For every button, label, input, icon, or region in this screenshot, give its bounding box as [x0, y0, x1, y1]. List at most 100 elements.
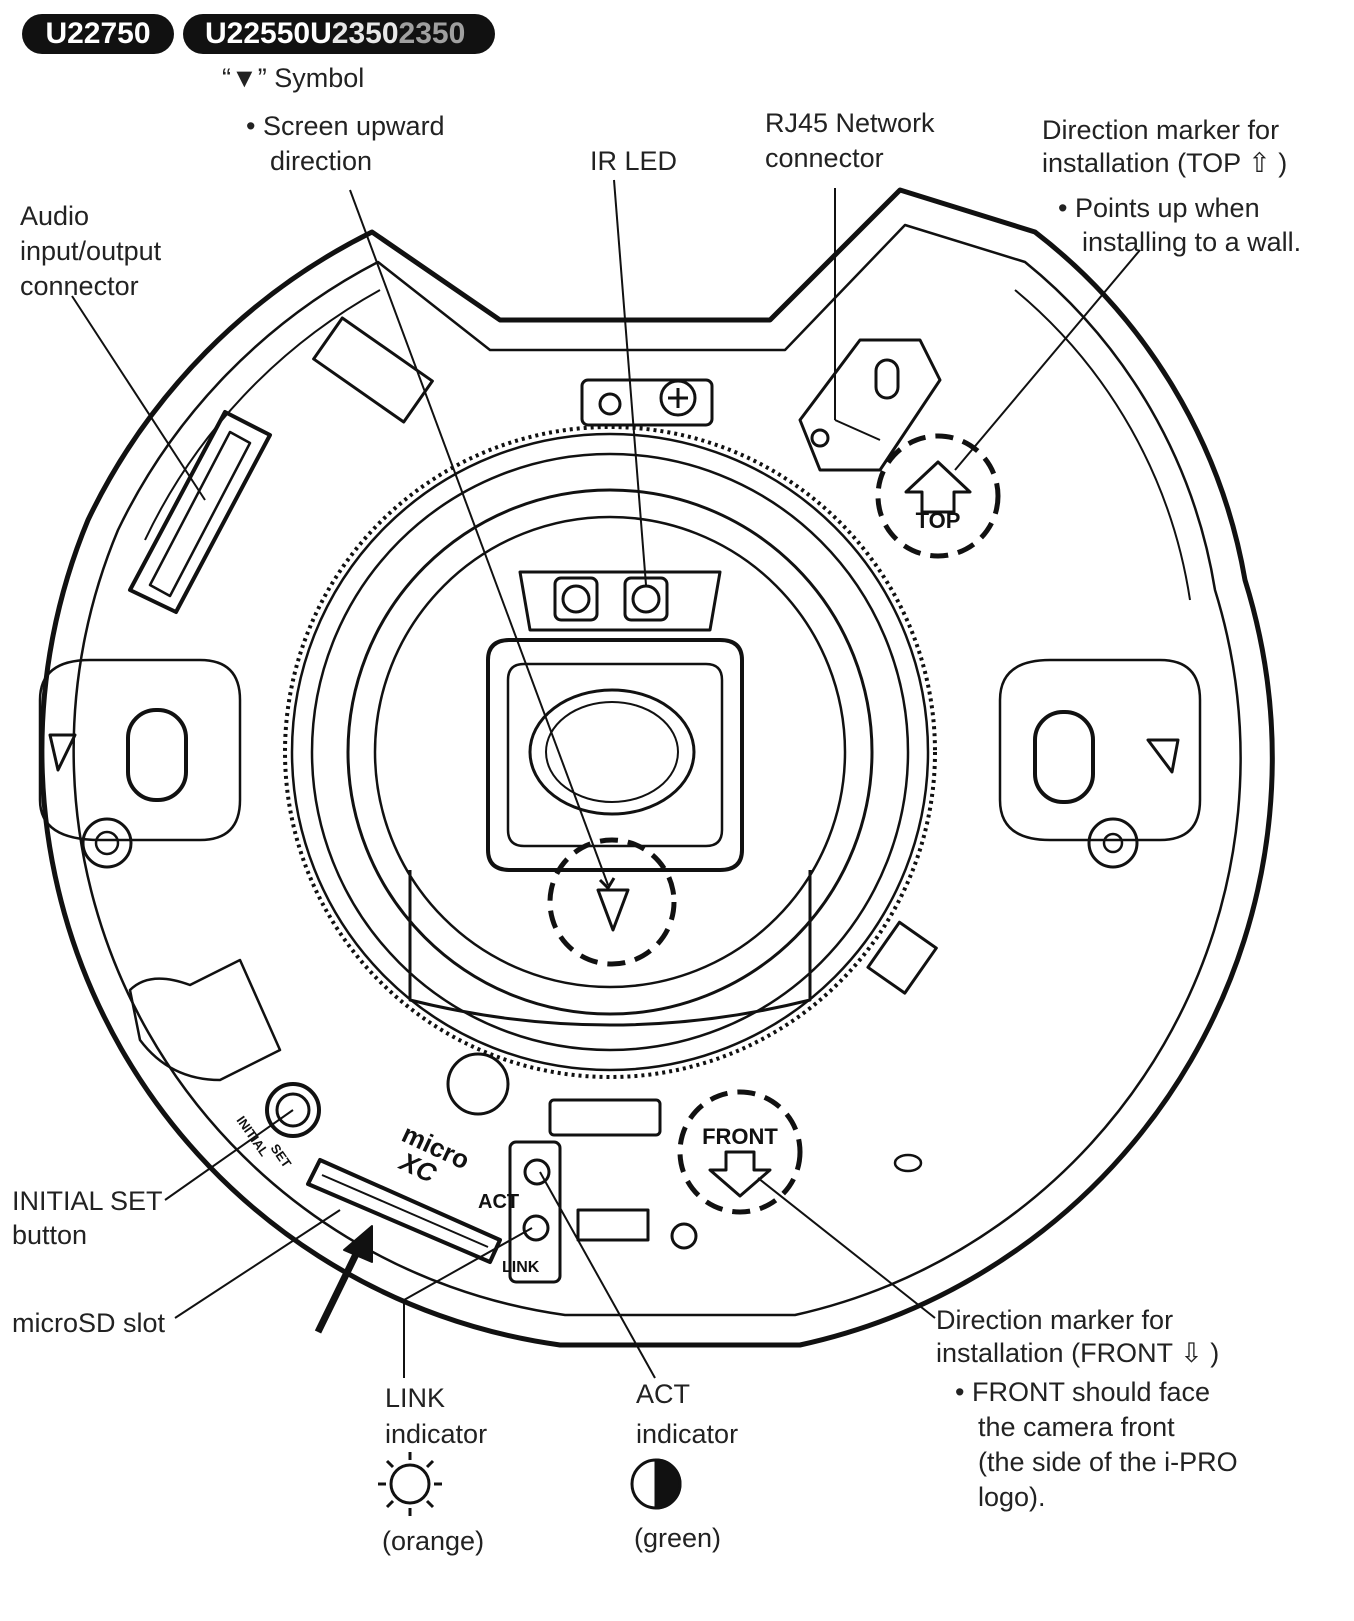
rj45-label: RJ45 Network — [765, 108, 935, 138]
gear-ring-outer — [283, 425, 937, 1079]
model-badge-2: U22550U23502350 — [183, 14, 495, 54]
initial-set-button-inner — [275, 1092, 311, 1128]
act-label-2: indicator — [636, 1419, 739, 1449]
direction-front-label: Direction marker for — [936, 1305, 1174, 1335]
ir-led-1-dot — [561, 584, 591, 614]
left-screw-inner — [94, 830, 120, 856]
rj45-slot — [874, 358, 900, 400]
model-badge-2-text: U22550U — [205, 17, 332, 50]
lens-inner — [545, 701, 679, 803]
act-label: ACT — [636, 1379, 690, 1409]
housing-inner-outline-2 — [144, 289, 1191, 601]
direction-top-note: Points up when — [1058, 190, 1260, 226]
set-mark: SET — [268, 1141, 295, 1170]
audio-label-3: connector — [20, 271, 139, 301]
ir-led-module — [518, 570, 722, 632]
initial-set-label-2: button — [12, 1220, 88, 1250]
lens-block-inner — [506, 662, 724, 848]
initial-set-button — [265, 1082, 321, 1138]
right-clip — [866, 920, 938, 995]
top-screw-left — [598, 392, 622, 416]
lens-housing-outer — [346, 488, 874, 1016]
bottom-slot — [576, 1208, 650, 1242]
top-screw-right — [659, 379, 697, 417]
link-color: (orange) — [382, 1526, 485, 1556]
rj45-hole — [810, 428, 830, 448]
link-blinking-icon — [378, 1452, 442, 1516]
bottom-latch — [548, 1098, 662, 1137]
right-screw — [1087, 817, 1139, 869]
act-led — [523, 1158, 551, 1186]
housing-outline — [39, 187, 1275, 1348]
bottom-screw — [670, 1222, 698, 1250]
ir-led-label: IR LED — [590, 146, 678, 176]
symbol-note: “▼” Symbol — [222, 63, 365, 93]
screen-up-triangle-icon — [596, 888, 630, 932]
top-left-block — [312, 316, 434, 424]
direction-top-note-2: installing to a wall. — [1082, 227, 1302, 257]
housing-inner-outline — [72, 223, 1242, 1317]
microsd-slot — [306, 1158, 502, 1264]
front-arrow-icon — [708, 1150, 772, 1198]
lens-carrier — [408, 870, 812, 1027]
leader-lines — [71, 179, 1141, 1379]
right-screw-inner — [1102, 832, 1124, 854]
left-screw — [81, 817, 133, 869]
lens-housing-inner — [373, 515, 847, 989]
direction-front-note-3: (the side of the i-PRO — [978, 1447, 1238, 1477]
led-window — [508, 1140, 562, 1284]
link-label-2: indicator — [385, 1419, 488, 1449]
link-label: LINK — [385, 1383, 446, 1413]
screen-up-marker-circle — [547, 837, 677, 967]
right-mount-hole — [1033, 710, 1095, 804]
insert-direction-arrow-icon — [314, 1244, 364, 1334]
direction-top-label: Direction marker for — [1042, 115, 1280, 145]
audio-label: Audio — [20, 201, 90, 231]
microsd-slot-inner — [321, 1174, 489, 1248]
front-dimple — [893, 1153, 923, 1173]
act-mark: ACT — [478, 1191, 519, 1213]
top-screw-right-cross — [668, 388, 688, 408]
front-marker-circle — [677, 1089, 803, 1215]
act-half-lit-icon — [630, 1458, 682, 1510]
top-bracket — [580, 378, 714, 427]
right-mount-bracket — [998, 658, 1202, 842]
screen-upward-label: Screen upward — [246, 108, 445, 144]
left-clip — [128, 958, 282, 1082]
left-tab — [48, 733, 77, 772]
ir-led-1 — [553, 576, 599, 622]
ir-led-2-dot — [631, 584, 661, 614]
direction-front-label-2: installation (FRONT ⇩ ) — [936, 1338, 1220, 1368]
gear-ring-inner-line — [310, 452, 910, 1052]
lens — [528, 688, 696, 816]
top-marker-circle — [875, 433, 1001, 559]
initial-set-label: INITIAL SET — [12, 1186, 163, 1216]
right-tab — [1146, 738, 1180, 774]
model-badge-1: U22750 — [22, 14, 174, 54]
lens-block — [486, 638, 744, 872]
rj45-bracket — [798, 338, 942, 472]
microsd-label: microSD slot — [12, 1308, 166, 1338]
left-mount-bracket — [38, 658, 242, 842]
rj45-label-2: connector — [765, 143, 884, 173]
round-cap — [446, 1052, 510, 1116]
insert-arrow-head-icon — [343, 1225, 373, 1263]
link-led — [522, 1214, 550, 1242]
model-badge-2-text-b: 2350 — [331, 17, 399, 50]
direction-front-note-4: logo). — [978, 1482, 1046, 1512]
audio-label-2: input/output — [20, 236, 162, 266]
link-mark: LINK — [502, 1259, 540, 1276]
direction-front-note-2: the camera front — [978, 1412, 1175, 1442]
left-mount-hole — [126, 708, 188, 802]
audio-connector — [128, 410, 272, 614]
act-color: (green) — [634, 1523, 722, 1553]
top-arrow-icon — [904, 460, 972, 514]
direction-top-label-2: installation (TOP ⇧ ) — [1042, 148, 1288, 178]
front-marker-text: FRONT — [702, 1124, 778, 1149]
direction-front-note: FRONT should face — [955, 1374, 1210, 1410]
gear-ring-outer-line — [290, 432, 930, 1072]
screen-upward-label-2: direction — [270, 146, 373, 176]
model-badge-2-text-c: 2350 — [398, 17, 466, 50]
top-marker-text: TOP — [916, 508, 961, 533]
